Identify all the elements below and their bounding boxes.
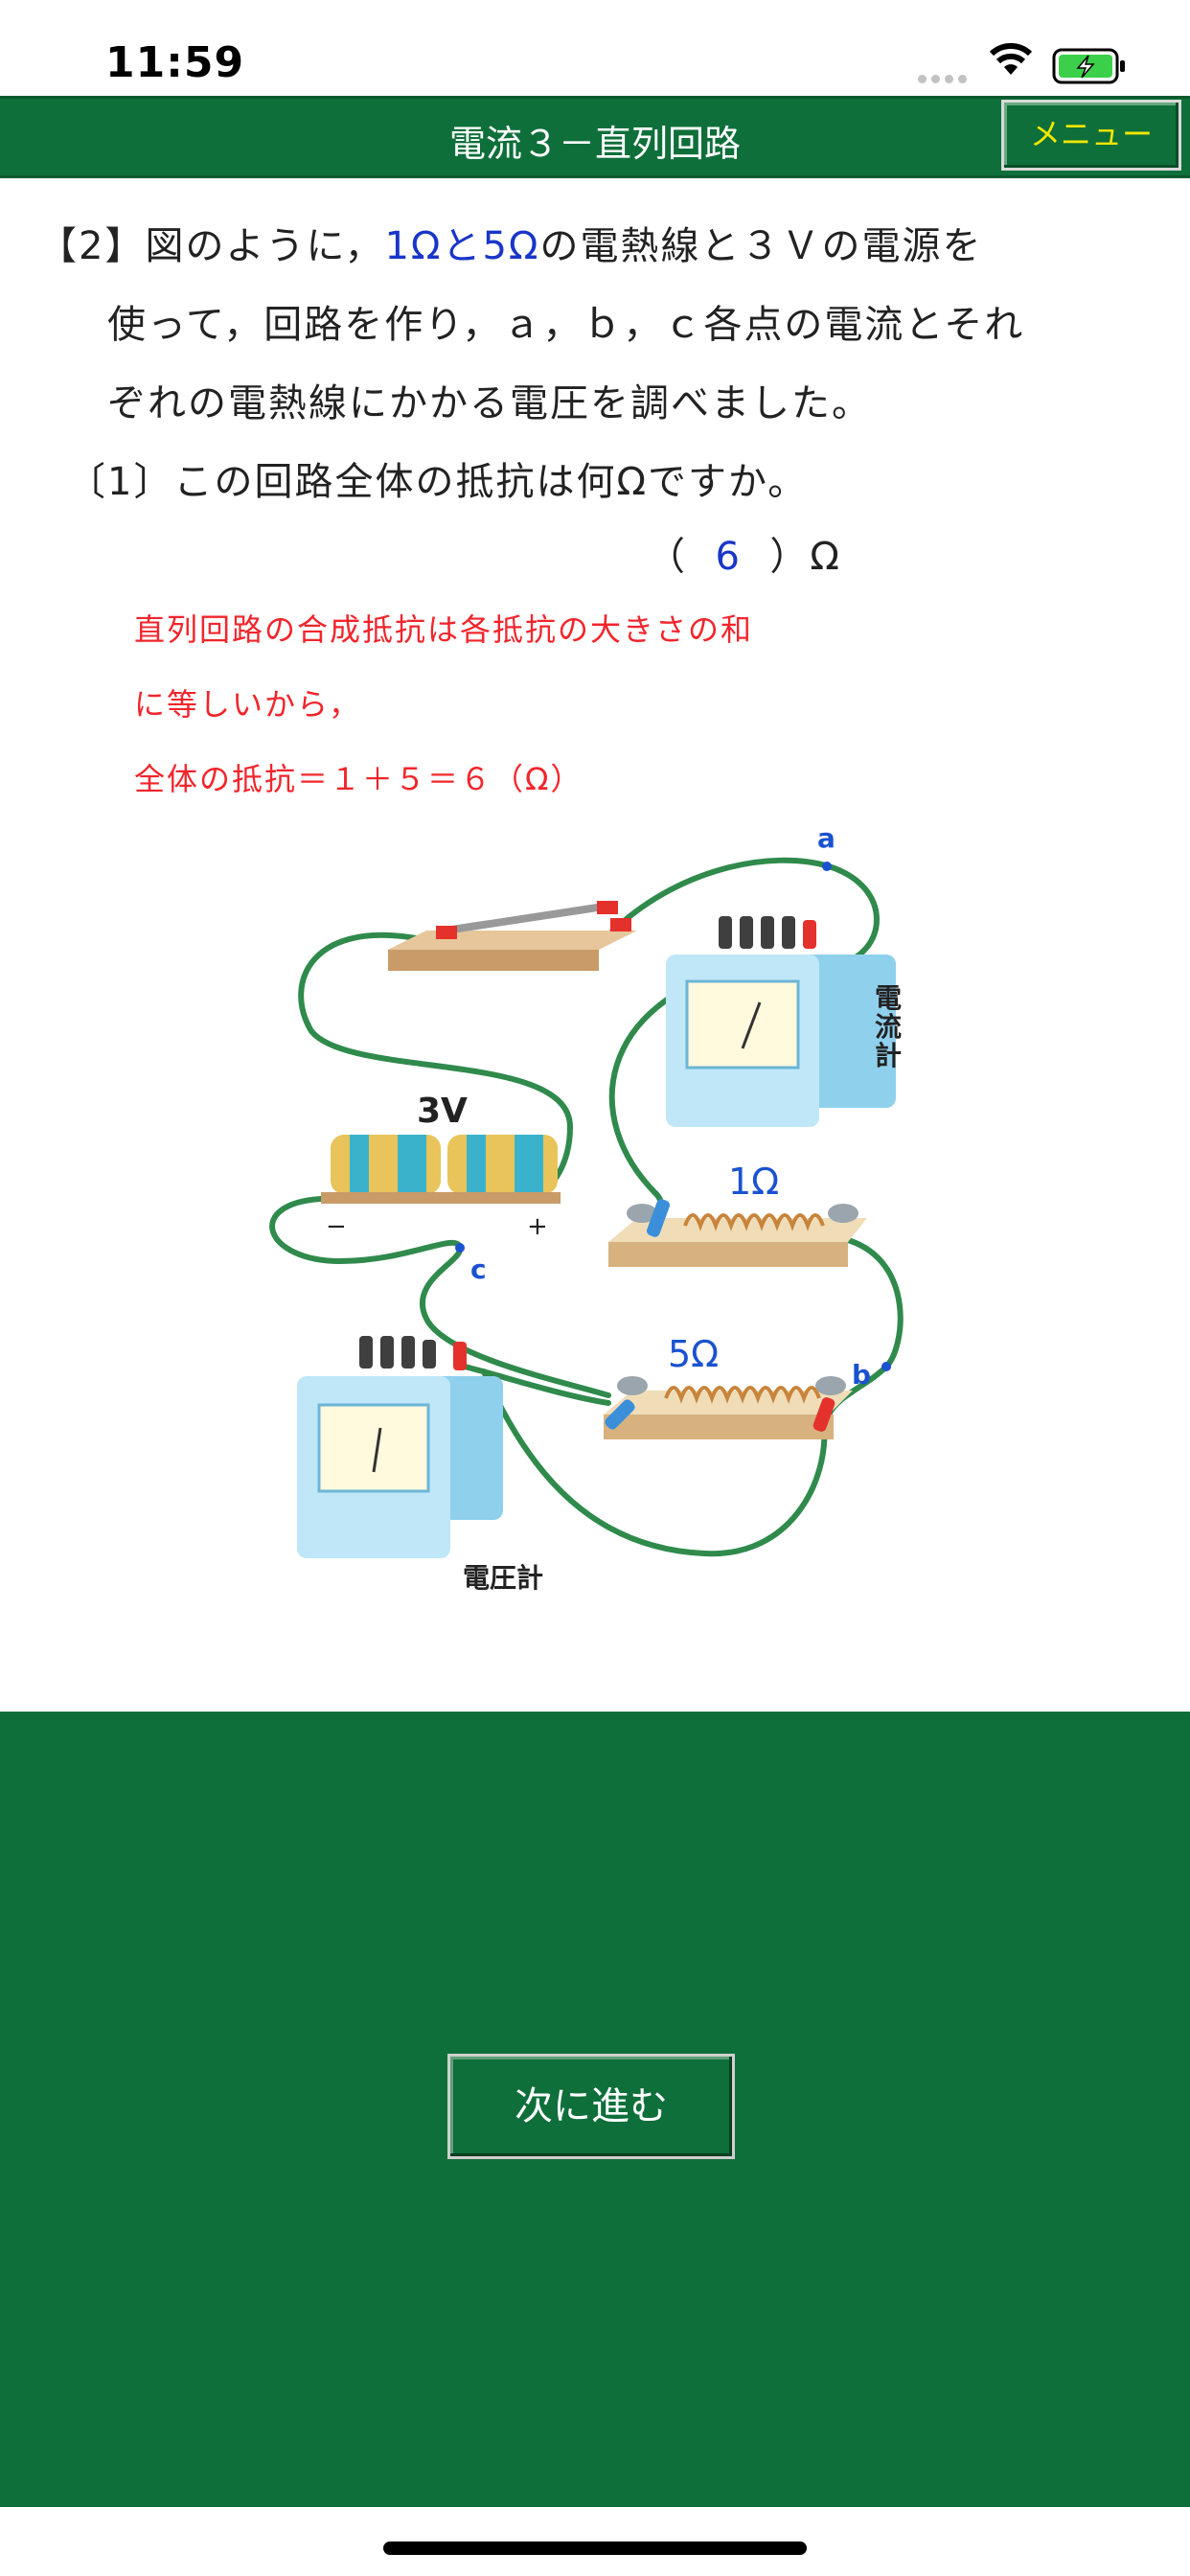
resistor-1ohm-diagram bbox=[608, 1199, 867, 1267]
title-bar: 電流３－直列回路 bbox=[0, 96, 1190, 178]
point-c-marker bbox=[455, 1243, 465, 1253]
answer-value: 6 bbox=[715, 535, 742, 579]
page-title: 電流３－直列回路 bbox=[448, 123, 741, 165]
label-ammeter-3: 計 bbox=[875, 1040, 902, 1071]
label-ammeter-1: 電 bbox=[875, 982, 902, 1014]
status-time: 11:59 bbox=[105, 38, 245, 87]
label-plus: + bbox=[527, 1212, 548, 1241]
wire-battery-r2 bbox=[269, 1196, 611, 1398]
question-line-1: 【2】図のように，1Ωと5Ωの電熱線と３Ｖの電源を bbox=[38, 224, 983, 268]
battery-diagram bbox=[321, 1135, 561, 1204]
wire-voltmeter-r2-right bbox=[481, 1368, 828, 1557]
status-bar: 11:59 bbox=[0, 0, 1190, 96]
wire-voltmeter-r2-left bbox=[462, 1364, 611, 1406]
label-r2: 5Ω bbox=[668, 1333, 719, 1375]
question-line-3: ぞれの電熱線にかかる電圧を調べました。 bbox=[107, 381, 872, 426]
question-panel: 【2】図のように，1Ωと5Ωの電熱線と３Ｖの電源を 使って，回路を作り，ａ，ｂ，… bbox=[5, 178, 1185, 1712]
explanation-line-3: 全体の抵抗＝１＋５＝６（Ω） bbox=[134, 761, 584, 797]
voltmeter-diagram bbox=[297, 1336, 503, 1558]
label-ammeter-2: 流 bbox=[875, 1011, 902, 1043]
home-indicator[interactable] bbox=[383, 2542, 807, 2555]
menu-button[interactable]: メニュー bbox=[1001, 100, 1181, 171]
label-b: b bbox=[852, 1359, 871, 1391]
cellular-signal-icon bbox=[918, 69, 972, 87]
label-minus: − bbox=[326, 1212, 347, 1241]
circuit-diagram: a b c 3V − + 1Ω 5Ω 電 流 計 電圧計 bbox=[269, 822, 904, 1594]
ammeter-diagram bbox=[666, 916, 896, 1127]
label-c: c bbox=[470, 1254, 487, 1285]
label-voltmeter: 電圧計 bbox=[463, 1562, 543, 1594]
next-button[interactable]: 次に進む bbox=[447, 2054, 735, 2159]
home-bar-area bbox=[0, 2507, 1190, 2576]
answer-line: （ 6 ）Ω bbox=[647, 535, 841, 579]
question-line-2: 使って，回路を作り，ａ，ｂ，ｃ各点の電流とそれ bbox=[107, 303, 1025, 347]
switch-diagram bbox=[388, 901, 637, 971]
wire-switch-battery bbox=[298, 932, 574, 1202]
label-r1: 1Ω bbox=[728, 1161, 779, 1203]
label-a: a bbox=[817, 822, 835, 854]
label-voltage: 3V bbox=[417, 1092, 468, 1131]
resistor-5ohm-diagram bbox=[604, 1376, 853, 1439]
explanation-line-1: 直列回路の合成抵抗は各抵抗の大きさの和 bbox=[134, 611, 754, 648]
explanation-line-2: に等しいから， bbox=[134, 686, 362, 723]
point-b-marker bbox=[881, 1362, 891, 1371]
resistor-values: 1Ωと5Ω bbox=[384, 224, 540, 268]
battery-charging-icon bbox=[1052, 48, 1125, 84]
sub-question-1: 〔1〕この回路全体の抵抗は何Ωですか。 bbox=[67, 460, 809, 504]
point-a-marker bbox=[822, 862, 832, 871]
wifi-icon bbox=[989, 43, 1033, 75]
